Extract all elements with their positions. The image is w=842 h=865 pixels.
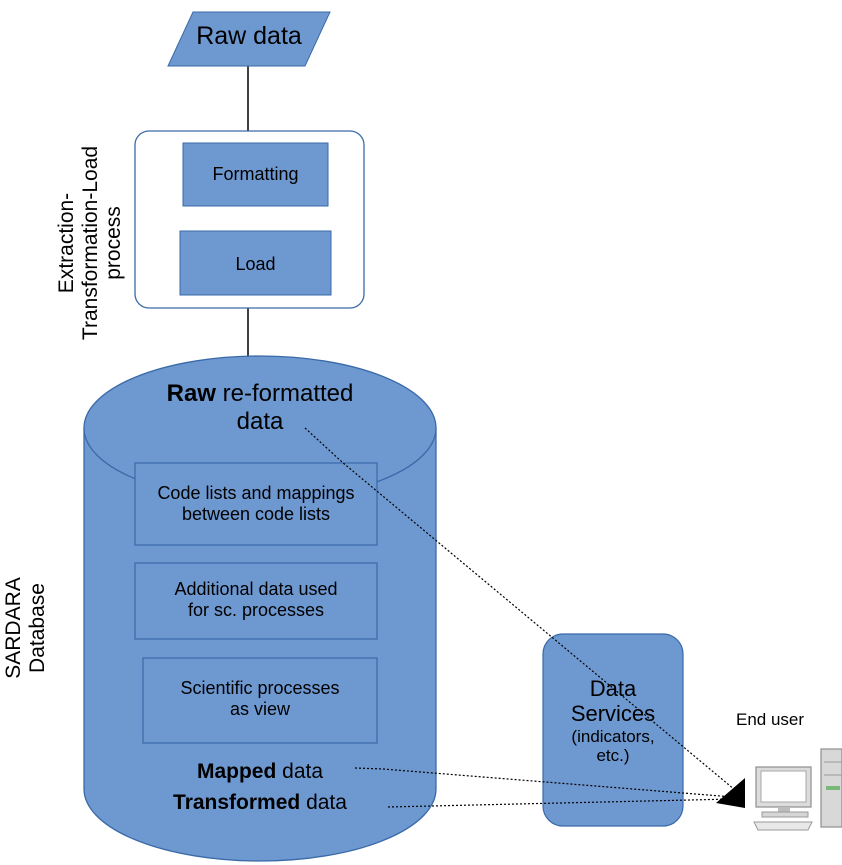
raw-bold: Raw (166, 380, 216, 407)
additional-data-line-1: Additional data used (174, 579, 338, 599)
computer-icon (753, 748, 842, 831)
raw-data-label: Raw data (168, 22, 330, 51)
mapped-bold: Mapped (196, 760, 277, 783)
load-label: Load (180, 254, 331, 275)
transformed-bold: Transformed (173, 791, 301, 814)
data-services-line-1: Data (589, 676, 637, 701)
raw-data-text: Raw data (196, 22, 302, 50)
scientific-processes-line-2: as view (229, 698, 291, 719)
link-transformed-to-user (387, 798, 734, 808)
link-raw-to-user (304, 427, 736, 791)
scientific-processes-box (142, 657, 378, 744)
database-side-label: SARDARA Database (2, 548, 62, 708)
raw-data-shape (167, 11, 331, 67)
data-services-line-2: Services (570, 701, 656, 727)
database-side-line-1: SARDARA (2, 577, 25, 679)
additional-data-line-2: for sc. processes (187, 599, 325, 620)
data-services-label: Data Services (indicators, etc.) (543, 676, 683, 766)
raw-reformatted-line-2: data (236, 407, 284, 435)
code-lists-label: Code lists and mappings between code lis… (130, 483, 382, 524)
scientific-processes-label: Scientific processes as view (143, 678, 377, 719)
load-text: Load (235, 254, 276, 274)
data-services-line-4: etc.) (596, 746, 630, 766)
additional-data-box (134, 562, 378, 640)
end-user-label: End user (736, 710, 842, 730)
mapped-data-label: Mapped data (160, 760, 360, 784)
formatting-label: Formatting (183, 164, 328, 185)
data-services-line-3: (indicators, (571, 726, 655, 746)
etl-side-line-3: process (102, 206, 126, 280)
formatting-box (182, 142, 329, 207)
reformatted-text: re-formatted (215, 380, 354, 407)
raw-reformatted-label: Raw re-formatted data (110, 380, 410, 435)
additional-data-label: Additional data used for sc. processes (135, 579, 377, 620)
arrowhead (716, 778, 745, 808)
mapped-rest: data (276, 760, 324, 783)
code-lists-line-2: between code lists (181, 503, 331, 524)
code-lists-box (134, 462, 378, 546)
database-side-line-2: Database (25, 583, 49, 673)
link-mapped-to-user (354, 767, 734, 798)
code-lists-line-1: Code lists and mappings (157, 483, 355, 503)
etl-side-label: Extraction- Transformation-Load process (55, 128, 145, 358)
scientific-processes-line-1: Scientific processes (180, 678, 340, 698)
end-user-text: End user (736, 710, 805, 729)
etl-side-line-1: Extraction- (55, 192, 78, 294)
etl-side-line-2: Transformation-Load (78, 145, 102, 341)
data-services-box (542, 633, 684, 827)
load-box (179, 230, 332, 296)
formatting-text: Formatting (212, 164, 299, 184)
raw-reformatted-line-1: Raw re-formatted (110, 380, 410, 408)
transformed-data-label: Transformed data (130, 791, 390, 815)
transformed-rest: data (300, 791, 347, 814)
